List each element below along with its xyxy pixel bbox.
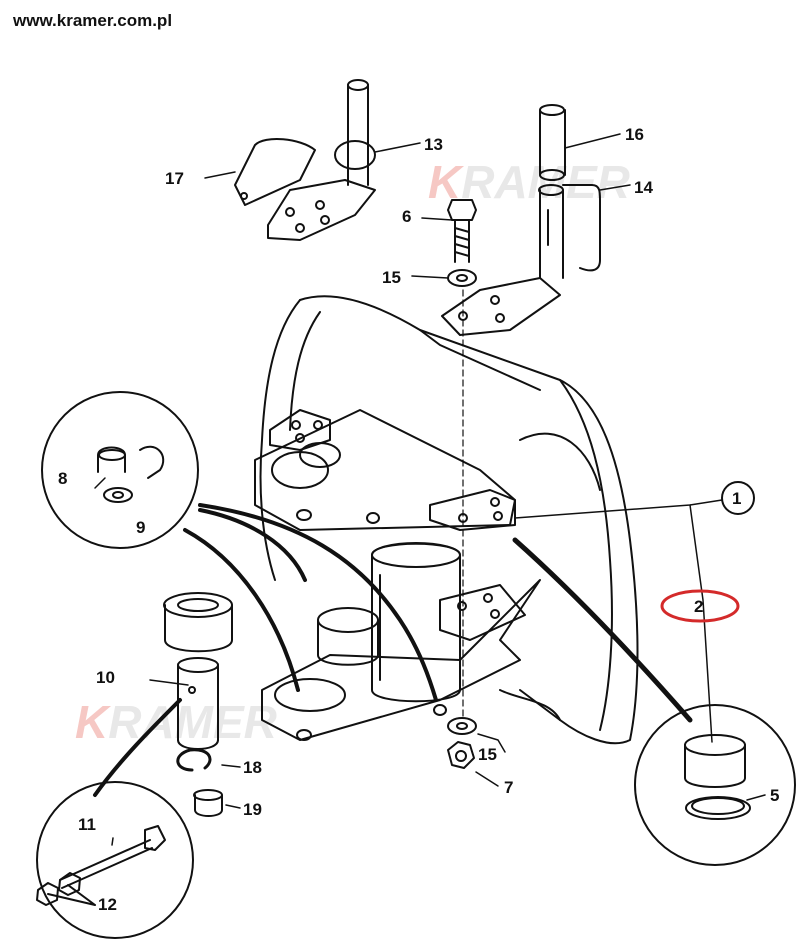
housing-part-1 xyxy=(254,295,639,745)
callout-label-11[interactable]: 11 xyxy=(78,815,96,834)
website-url[interactable]: www.kramer.com.pl xyxy=(13,11,173,30)
detail-circle-5 xyxy=(634,704,796,866)
callout-label-1[interactable]: 1 xyxy=(732,489,741,508)
callout-2-highlight xyxy=(660,589,740,623)
callout-label-15-upper[interactable]: 15 xyxy=(382,268,401,287)
bushing xyxy=(163,592,233,653)
callout-label-13[interactable]: 13 xyxy=(424,135,443,154)
callout-label-18[interactable]: 18 xyxy=(243,758,262,777)
callout-label-7[interactable]: 7 xyxy=(504,778,513,797)
pin-part-16 xyxy=(539,104,566,181)
kramer-watermark-bottom: KRAMER xyxy=(75,696,277,748)
callout-label-10[interactable]: 10 xyxy=(96,668,115,687)
detail-circle-8-9 xyxy=(41,391,199,549)
callout-label-14[interactable]: 14 xyxy=(634,178,653,197)
callout-label-9[interactable]: 9 xyxy=(136,518,145,537)
svg-text:KRAMER: KRAMER xyxy=(75,696,277,748)
callout-label-12[interactable]: 12 xyxy=(98,895,117,914)
callout-label-19[interactable]: 19 xyxy=(243,800,262,819)
pin-part-13 xyxy=(267,79,376,241)
callout-label-17[interactable]: 17 xyxy=(165,169,184,188)
bush-part-19 xyxy=(193,789,223,817)
callout-label-2[interactable]: 2 xyxy=(694,597,703,616)
pin-part-14 xyxy=(441,184,601,336)
callout-label-6[interactable]: 6 xyxy=(402,207,411,226)
bolt-part-6 xyxy=(447,199,477,263)
circlip-part-18 xyxy=(176,748,212,772)
nut-part-7 xyxy=(447,741,475,769)
callout-label-8[interactable]: 8 xyxy=(58,469,67,488)
detail-circle-11-12 xyxy=(36,781,194,939)
washer-part-15-upper xyxy=(447,269,477,287)
callout-label-15-lower[interactable]: 15 xyxy=(478,745,497,764)
washer-part-15-lower xyxy=(447,717,477,735)
callout-1-circle xyxy=(721,481,755,515)
callout-label-5[interactable]: 5 xyxy=(770,786,779,805)
callout-label-16[interactable]: 16 xyxy=(625,125,644,144)
cover-plate-part-17 xyxy=(234,138,316,206)
